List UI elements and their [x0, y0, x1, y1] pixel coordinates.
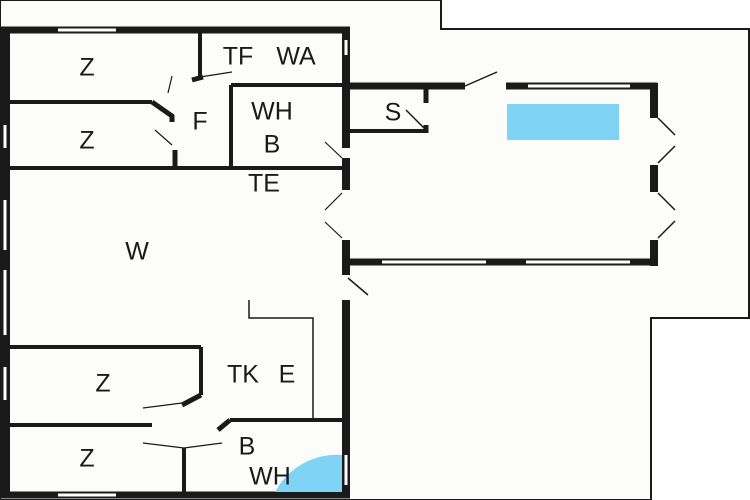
pool	[507, 104, 619, 140]
room-label-te: TE	[248, 169, 280, 198]
room-label-b: B	[238, 432, 256, 461]
room-label-z: Z	[79, 53, 95, 82]
room-label-z: Z	[79, 444, 95, 473]
room-label-tk: TK	[227, 360, 259, 389]
room-label-wh: WH	[249, 462, 291, 491]
room-label-z: Z	[95, 369, 111, 398]
room-label-w: W	[125, 237, 149, 266]
house-windows	[3, 28, 348, 497]
room-label-z: Z	[79, 126, 95, 155]
room-label-b: B	[263, 130, 281, 159]
room-label-f: F	[192, 107, 208, 136]
annex-windows	[382, 84, 630, 264]
annex-walls	[345, 71, 676, 296]
room-label-tf: TF	[222, 42, 254, 71]
shower-tray	[275, 454, 342, 492]
room-label-wa: WA	[276, 42, 316, 71]
room-label-wh: WH	[251, 97, 293, 126]
room-label-s: S	[384, 98, 402, 127]
door-swings	[142, 71, 343, 449]
room-label-e: E	[278, 360, 296, 389]
